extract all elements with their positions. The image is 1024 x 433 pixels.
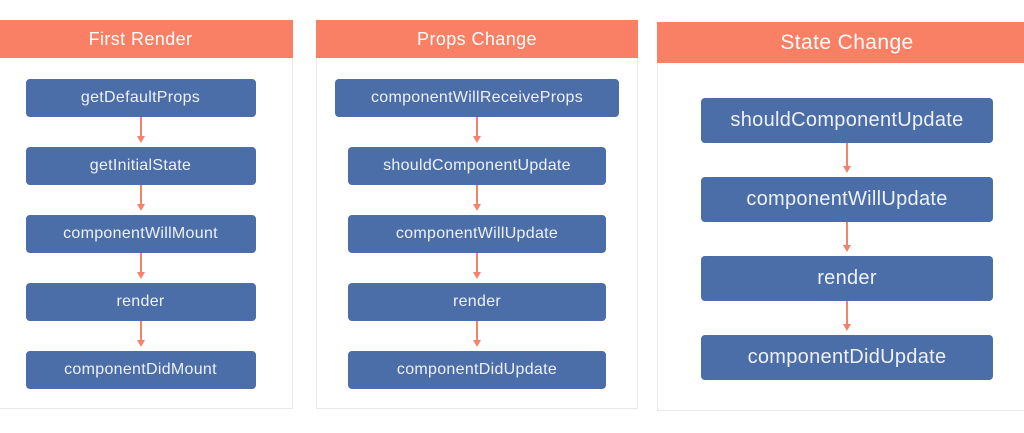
step-label: componentWillReceiveProps xyxy=(370,89,584,106)
step-label: componentWillMount xyxy=(63,225,218,242)
lifecycle-step: componentWillUpdate xyxy=(701,177,993,222)
first-render-header: First Render xyxy=(0,20,293,58)
props-change-flow: componentWillReceiveProps shouldComponen… xyxy=(317,58,637,389)
arrow-down-icon xyxy=(136,253,145,283)
lifecycle-step: render xyxy=(701,256,993,301)
step-label: componentDidMount xyxy=(64,361,217,378)
step-label: componentWillUpdate xyxy=(395,225,559,242)
lifecycle-step: componentDidMount xyxy=(25,351,256,389)
step-label: render xyxy=(817,267,877,289)
arrow-down-icon xyxy=(473,253,481,283)
step-label: getInitialState xyxy=(89,157,192,174)
column-title: First Render xyxy=(88,28,193,49)
lifecycle-step: render xyxy=(348,283,606,321)
lifecycle-step: render xyxy=(25,283,256,321)
state-change-header: State Change xyxy=(657,22,1024,63)
arrow-down-icon xyxy=(136,321,145,351)
first-render-card: First Render getDefaultProps getInitialS… xyxy=(0,20,293,409)
column-title: State Change xyxy=(780,30,914,54)
first-render-flow: getDefaultProps getInitialState componen… xyxy=(0,58,292,389)
props-change-header: Props Change xyxy=(316,20,638,58)
arrow-down-icon xyxy=(843,301,851,335)
lifecycle-step: componentDidUpdate xyxy=(701,335,993,380)
lifecycle-step: shouldComponentUpdate xyxy=(701,98,993,143)
lifecycle-step: componentWillReceiveProps xyxy=(335,79,619,117)
step-label: componentDidUpdate xyxy=(747,346,947,368)
lifecycle-step: shouldComponentUpdate xyxy=(348,147,606,185)
step-label: componentWillUpdate xyxy=(746,188,948,210)
step-label: render xyxy=(116,293,165,310)
arrow-down-icon xyxy=(473,321,481,351)
step-label: componentDidUpdate xyxy=(396,361,558,378)
arrow-down-icon xyxy=(473,117,481,147)
lifecycle-step: componentWillUpdate xyxy=(348,215,606,253)
lifecycle-step: getInitialState xyxy=(25,147,256,185)
props-change-card: Props Change componentWillReceiveProps s… xyxy=(316,20,638,409)
step-label: render xyxy=(452,293,502,310)
lifecycle-step: componentWillMount xyxy=(25,215,256,253)
step-label: getDefaultProps xyxy=(80,89,201,106)
lifecycle-step: componentDidUpdate xyxy=(348,351,606,389)
state-change-card: State Change shouldComponentUpdate compo… xyxy=(657,22,1024,411)
state-change-flow: shouldComponentUpdate componentWillUpdat… xyxy=(658,63,1024,380)
arrow-down-icon xyxy=(136,185,145,215)
arrow-down-icon xyxy=(843,222,851,256)
arrow-down-icon xyxy=(843,143,851,177)
step-label: shouldComponentUpdate xyxy=(730,109,964,131)
step-label: shouldComponentUpdate xyxy=(383,157,571,174)
arrow-down-icon xyxy=(136,117,145,147)
arrow-down-icon xyxy=(473,185,481,215)
lifecycle-step: getDefaultProps xyxy=(25,79,256,117)
column-title: Props Change xyxy=(417,28,537,49)
